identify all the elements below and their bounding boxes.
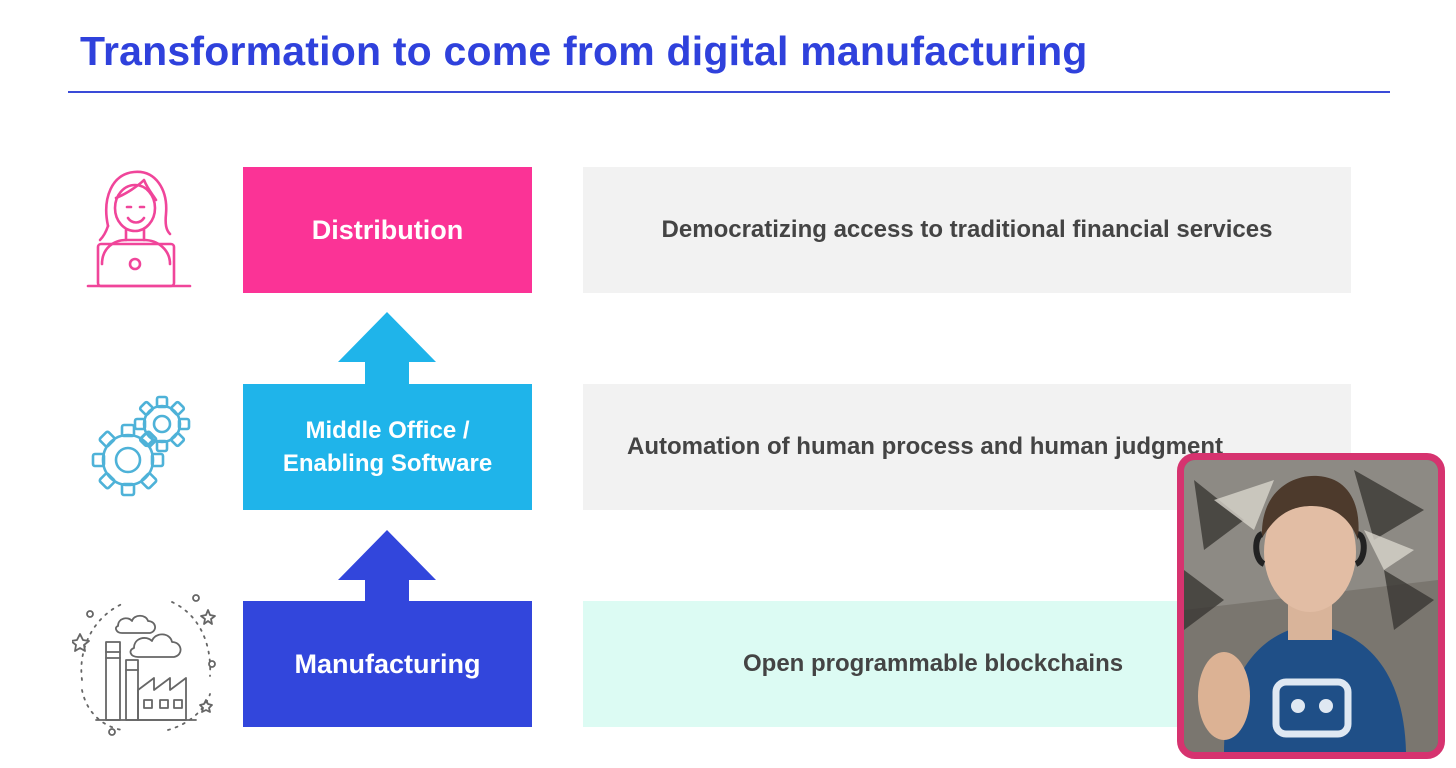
gears-icon [88, 394, 198, 500]
distribution-box: Distribution [243, 167, 532, 293]
arrow-up-icon [338, 312, 436, 384]
middle-office-label: Middle Office / Enabling Software [283, 414, 492, 480]
middle-office-label-line2: Enabling Software [283, 447, 492, 480]
person-laptop-icon [86, 168, 192, 292]
presenter-video [1177, 453, 1445, 759]
slide-title: Transformation to come from digital manu… [80, 28, 1088, 75]
arrow-up-icon [338, 530, 436, 602]
middle-office-box: Middle Office / Enabling Software [243, 384, 532, 510]
distribution-description-box: Democratizing access to traditional fina… [583, 167, 1351, 293]
manufacturing-box: Manufacturing [243, 601, 532, 727]
manufacturing-description: Open programmable blockchains [743, 650, 1123, 678]
middle-office-label-line1: Middle Office / [283, 414, 492, 447]
manufacturing-label: Manufacturing [295, 647, 481, 681]
middle-office-description: Automation of human process and human ju… [627, 433, 1223, 461]
factory-icon [72, 590, 218, 736]
title-underline [68, 91, 1390, 93]
presenter-video-image [1184, 460, 1438, 752]
distribution-label: Distribution [312, 213, 463, 247]
distribution-description: Democratizing access to traditional fina… [662, 216, 1273, 244]
